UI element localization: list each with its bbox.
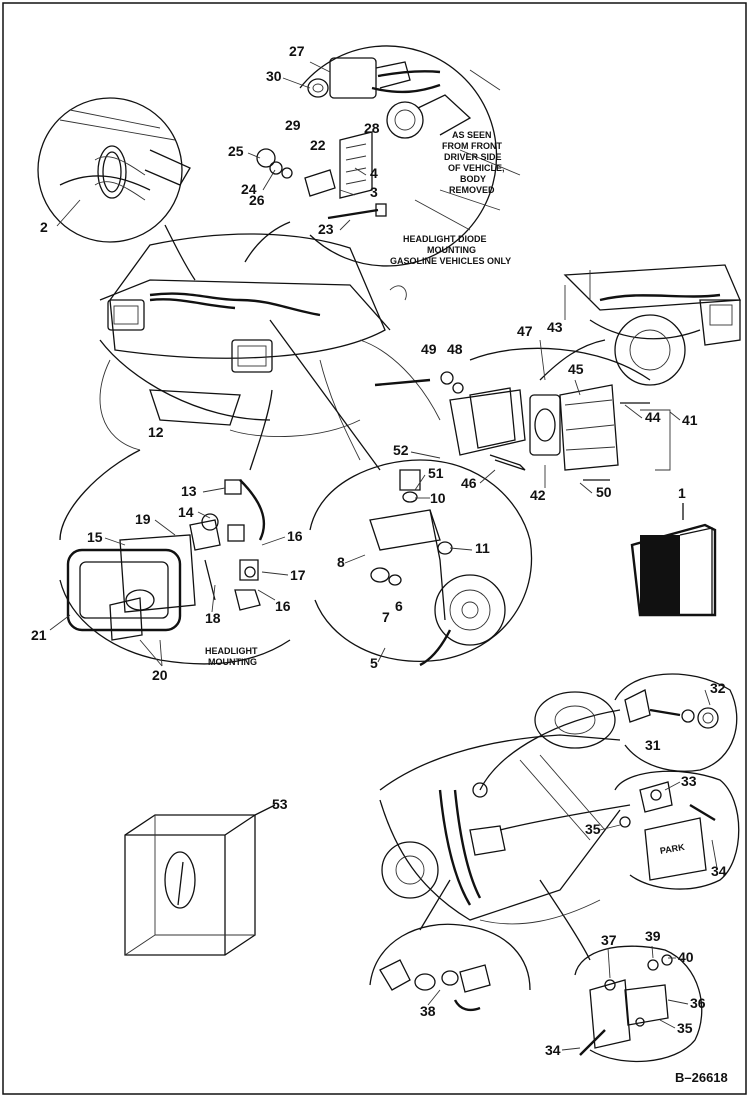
callout-22: 22 bbox=[310, 137, 326, 153]
callout-20: 20 bbox=[152, 667, 168, 683]
detail-headlight-mounting bbox=[59, 449, 291, 665]
callout-4: 4 bbox=[370, 165, 378, 181]
callout-19: 19 bbox=[135, 511, 151, 527]
detail-connector bbox=[369, 923, 531, 1012]
callout-1: 1 bbox=[678, 485, 686, 501]
callout-50: 50 bbox=[596, 484, 612, 500]
callout-8: 8 bbox=[337, 554, 345, 570]
callout-42: 42 bbox=[530, 487, 546, 503]
detail-tail-light bbox=[440, 347, 671, 481]
leader-lines bbox=[164, 221, 631, 961]
note-headlight-line-2: MOUNTING bbox=[208, 657, 257, 667]
callout-43: 43 bbox=[547, 319, 563, 335]
callout-37: 37 bbox=[601, 932, 617, 948]
callout-46: 46 bbox=[461, 475, 477, 491]
callout-2: 2 bbox=[40, 219, 48, 235]
callout-23: 23 bbox=[318, 221, 334, 237]
callout-41: 41 bbox=[682, 412, 698, 428]
callout-48: 48 bbox=[447, 341, 463, 357]
callout-44: 44 bbox=[645, 409, 661, 425]
callout-36: 36 bbox=[690, 995, 706, 1011]
part-53-cabinet bbox=[124, 804, 276, 956]
note-front-line-5: BODY bbox=[460, 174, 486, 184]
note-front-line-1: AS SEEN bbox=[452, 130, 492, 140]
note-front-line-6: REMOVED bbox=[449, 185, 495, 195]
callout-3: 3 bbox=[370, 184, 378, 200]
note-front-line-3: DRIVER SIDE bbox=[444, 152, 502, 162]
callout-34b: 34 bbox=[545, 1042, 561, 1058]
part-1-battery-box bbox=[630, 523, 717, 617]
callout-14: 14 bbox=[178, 504, 194, 520]
callout-51: 51 bbox=[428, 465, 444, 481]
callout-11: 11 bbox=[475, 540, 490, 556]
callout-53: 53 bbox=[272, 796, 288, 812]
callout-33: 33 bbox=[681, 773, 697, 789]
callout-7: 7 bbox=[382, 609, 390, 625]
detail-switch bbox=[614, 673, 738, 772]
callout-40: 40 bbox=[678, 949, 694, 965]
callout-16b: 16 bbox=[275, 598, 291, 614]
callout-15: 15 bbox=[87, 529, 103, 545]
callout-38: 38 bbox=[420, 1003, 436, 1019]
detail-switch-bracket bbox=[574, 945, 703, 1063]
note-front-line-2: FROM FRONT bbox=[442, 141, 502, 151]
callout-32: 32 bbox=[710, 680, 726, 696]
callout-24: 24 bbox=[241, 181, 257, 197]
callout-29: 29 bbox=[285, 117, 301, 133]
callout-26: 26 bbox=[249, 192, 265, 208]
note-front-line-4: OF VEHICLE, bbox=[448, 163, 505, 173]
callout-5: 5 bbox=[370, 655, 378, 671]
callout-39: 39 bbox=[645, 928, 661, 944]
callout-30: 30 bbox=[266, 68, 282, 84]
detail-harness-clip bbox=[37, 97, 191, 243]
figure-reference: B–26618 bbox=[675, 1070, 728, 1085]
note-headlight-mounting: HEADLIGHT MOUNTING bbox=[205, 646, 258, 667]
note-headlight-line-1: HEADLIGHT bbox=[205, 646, 258, 656]
note-diode-mounting: HEADLIGHT DIODE MOUNTING GASOLINE VEHICL… bbox=[390, 234, 511, 266]
callout-35b: 35 bbox=[677, 1020, 693, 1036]
callout-45: 45 bbox=[568, 361, 584, 377]
callout-28: 28 bbox=[364, 120, 380, 136]
callout-47: 47 bbox=[517, 323, 533, 339]
callout-13: 13 bbox=[181, 483, 197, 499]
detail-brake-switch bbox=[309, 459, 533, 667]
note-front-view: AS SEEN FROM FRONT DRIVER SIDE OF VEHICL… bbox=[442, 130, 505, 195]
detail-park-brake: PARK bbox=[614, 770, 740, 890]
callout-52: 52 bbox=[393, 442, 409, 458]
callout-16a: 16 bbox=[287, 528, 303, 544]
detail-diode-mounting bbox=[256, 45, 521, 267]
callout-31: 31 bbox=[645, 737, 661, 753]
note-diode-line-1: HEADLIGHT DIODE bbox=[403, 234, 487, 244]
park-plate-label: PARK bbox=[659, 842, 686, 856]
callout-17: 17 bbox=[290, 567, 306, 583]
callout-49: 49 bbox=[421, 341, 437, 357]
callout-27: 27 bbox=[289, 43, 305, 59]
callout-35a: 35 bbox=[585, 821, 601, 837]
callout-10: 10 bbox=[430, 490, 446, 506]
callout-18: 18 bbox=[205, 610, 221, 626]
vehicle-dash-view bbox=[379, 691, 621, 925]
note-diode-line-2: MOUNTING bbox=[427, 245, 476, 255]
callout-34a: 34 bbox=[711, 863, 727, 879]
callout-6: 6 bbox=[395, 598, 403, 614]
callout-leaders bbox=[49, 61, 718, 1051]
callout-25: 25 bbox=[228, 143, 244, 159]
callout-labels: 1 2 3 4 5 6 7 8 10 11 12 13 14 15 16 16 … bbox=[31, 43, 727, 1058]
callout-12: 12 bbox=[148, 424, 164, 440]
vehicle-rear-view bbox=[563, 264, 741, 386]
note-diode-line-3: GASOLINE VEHICLES ONLY bbox=[390, 256, 511, 266]
callout-21: 21 bbox=[31, 627, 47, 643]
